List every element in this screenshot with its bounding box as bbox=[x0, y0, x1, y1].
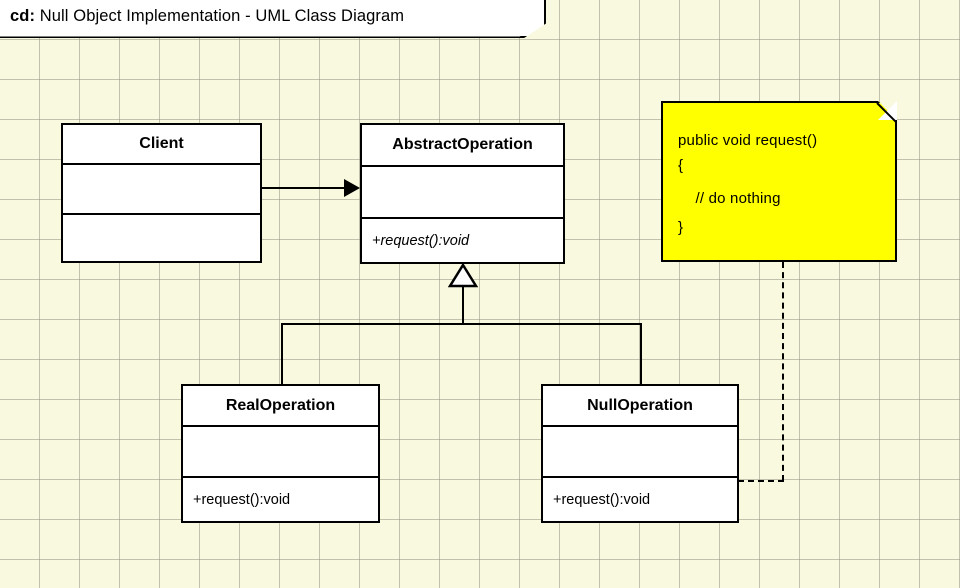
class-box-client[interactable]: Client bbox=[61, 123, 262, 263]
class-operations-realoperation: +request():void bbox=[193, 491, 291, 508]
note-anchor-dashed-vertical bbox=[782, 262, 784, 481]
diagram-frame-tab: cd: Null Object Implementation - UML Cla… bbox=[0, 0, 546, 38]
diagram-title-text: Null Object Implementation - UML Class D… bbox=[35, 7, 405, 25]
class-box-abstractoperation[interactable]: AbstractOperation +request():void bbox=[360, 123, 565, 264]
generalization-drop-nulloperation bbox=[640, 323, 642, 385]
class-attributes-abstractoperation bbox=[362, 167, 563, 219]
note-line-1: public void request() bbox=[678, 132, 818, 149]
generalization-bus bbox=[281, 323, 642, 325]
note-fold-corner-icon bbox=[878, 101, 897, 120]
association-line-client-abstractoperation bbox=[262, 187, 346, 189]
class-box-nulloperation[interactable]: NullOperation +request():void bbox=[541, 384, 739, 523]
note-box[interactable] bbox=[661, 101, 897, 262]
class-attributes-client bbox=[63, 165, 260, 215]
diagram-title: cd: Null Object Implementation - UML Cla… bbox=[10, 7, 404, 26]
class-attributes-nulloperation bbox=[543, 427, 737, 478]
class-operations-client bbox=[63, 215, 260, 261]
note-line-3: // do nothing bbox=[678, 190, 781, 207]
generalization-stem bbox=[462, 285, 464, 325]
diagram-frame-tab-inner bbox=[0, 0, 543, 37]
class-name-abstractoperation: AbstractOperation bbox=[362, 125, 563, 167]
class-attributes-realoperation bbox=[183, 427, 378, 478]
class-operations-abstractoperation: +request():void bbox=[372, 232, 470, 249]
association-arrowhead-icon bbox=[344, 179, 360, 197]
class-operations-nulloperation: +request():void bbox=[553, 491, 651, 508]
generalization-drop-realoperation bbox=[281, 323, 283, 385]
note-line-4: } bbox=[678, 219, 684, 236]
class-box-realoperation[interactable]: RealOperation +request():void bbox=[181, 384, 380, 523]
class-name-nulloperation: NullOperation bbox=[543, 386, 737, 427]
class-name-client: Client bbox=[63, 125, 260, 165]
class-name-realoperation: RealOperation bbox=[183, 386, 378, 427]
diagram-title-kind: cd: bbox=[10, 7, 36, 25]
note-line-2: { bbox=[678, 157, 684, 174]
note-anchor-dashed-horizontal bbox=[738, 480, 784, 482]
